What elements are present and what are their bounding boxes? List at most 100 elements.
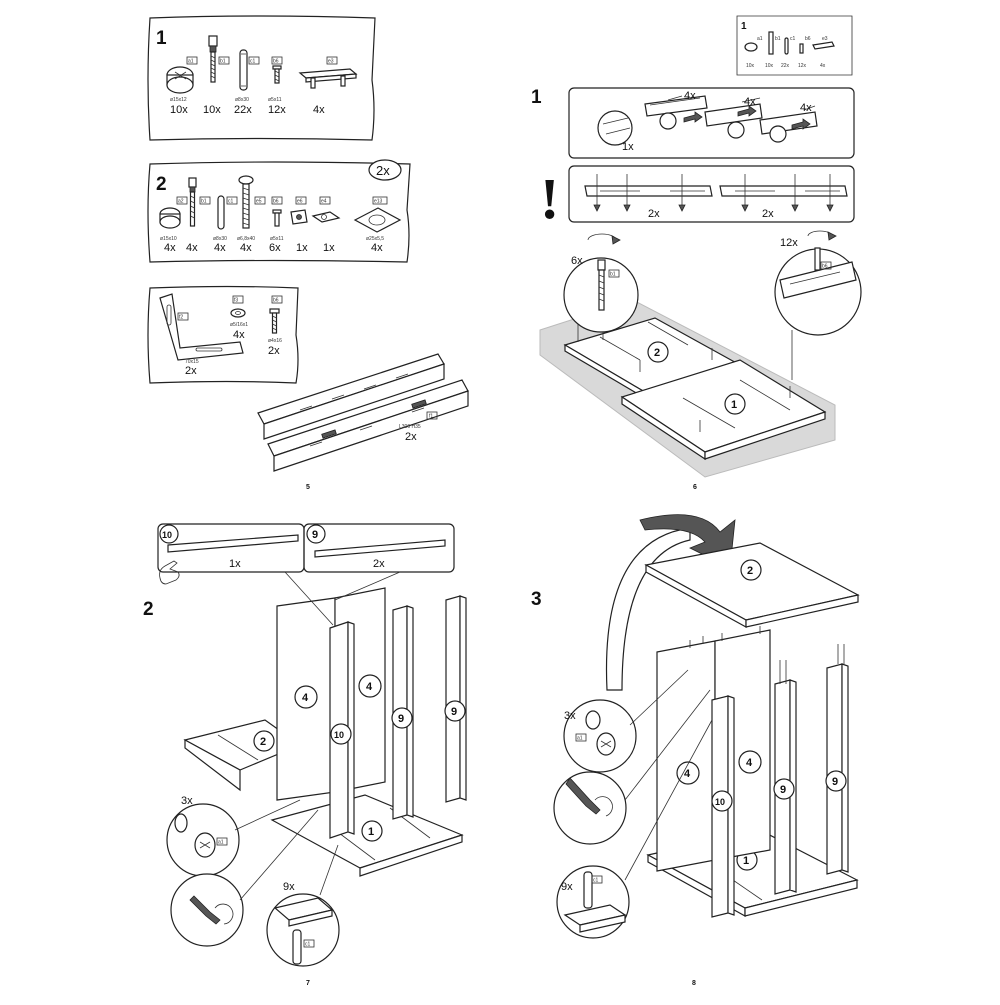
panel-p8-2: 2 <box>747 565 753 577</box>
part-dims-c1: ø8x30 <box>213 236 227 242</box>
shelf-connector-icon <box>298 68 358 89</box>
glide-pad-icon <box>353 207 402 233</box>
post-10-p8: 10 <box>711 695 735 918</box>
part-count-b6: 12x <box>268 104 286 116</box>
bag-1-step-number: 1 <box>156 28 167 49</box>
rail-assembly-box <box>568 87 855 159</box>
parts-label-9: 9 <box>312 529 318 541</box>
part-code-b1: b1 <box>220 59 226 65</box>
panel-p7-4b: 4 <box>366 681 373 693</box>
hardware-bag-1: 1 a1 ø15x12 10x b1 10x <box>147 15 376 141</box>
page-number-5: 5 <box>306 484 310 491</box>
cam-bolt-icon <box>208 35 218 83</box>
rail-screw-box <box>568 165 855 223</box>
panel-1-p7: 1 <box>270 794 464 877</box>
screwdriver-callout-p8 <box>553 771 627 845</box>
part-count-e5: 4x <box>240 242 252 254</box>
part-code-b1: b1 <box>201 199 207 205</box>
screwdriver-callout-p7 <box>170 873 244 947</box>
rail-count-top-3: 4x <box>800 102 812 114</box>
mini-code-3: c1 <box>790 36 796 42</box>
wooden-dowel-icon <box>217 195 225 230</box>
part-count-b6-bag3: 2x <box>268 345 280 357</box>
part-count-e6: 1x <box>296 242 308 254</box>
drawer-slide-rail <box>257 353 469 472</box>
cam-bolt-icon <box>188 177 197 227</box>
panel-p8-9a: 9 <box>780 784 786 796</box>
mini-code-5: e3 <box>822 36 828 42</box>
page-8: 3 2 1 4 4 <box>531 514 860 987</box>
part-code-b6-bag3: b6 <box>273 298 279 304</box>
bag-2-multiplier: 2x <box>376 163 390 178</box>
dowel-callout-p8 <box>556 865 630 939</box>
part-code-f1: f1 <box>429 414 433 420</box>
part-code-f3: f3 <box>234 298 238 304</box>
screw-down-arrows <box>593 174 834 212</box>
part-code-e5: e5 <box>256 199 262 205</box>
part-dims-f2: 70x15 <box>185 359 199 365</box>
hardware-bag-2: 2 2x a2 ø15x10 4x b1 4x <box>147 159 411 263</box>
part-dims-c1: ø8x30 <box>235 97 249 103</box>
part-code-b6: b6 <box>273 199 279 205</box>
part-dims-a2: ø15x10 <box>160 236 177 242</box>
step-1-number: 1 <box>531 87 542 108</box>
wooden-dowel-icon <box>239 49 248 91</box>
step-3-number: 3 <box>531 589 542 610</box>
callout-left-code: b1 <box>610 272 616 278</box>
mini-count-4: 12x <box>798 63 807 69</box>
post-9b-p8: 9 <box>825 663 849 875</box>
mini-count-3: 22x <box>781 63 790 69</box>
part-code-e4: e4 <box>321 199 327 205</box>
hardware-bag-3: f2 70x15 2x f3 ø5/16x1 4x b6 ø4x16 2x <box>147 285 299 384</box>
callout-right-count: 12x <box>780 237 798 249</box>
panel-p8-4a: 4 <box>684 768 691 780</box>
p7-cam-code: a1 <box>218 840 224 846</box>
side-panels-p8: 4 4 <box>656 626 771 872</box>
page-number-8: 8 <box>692 980 696 987</box>
part-code-b6: b6 <box>273 59 279 65</box>
mini-count-5: 4x <box>820 63 826 69</box>
part-code-e6: e6 <box>297 199 303 205</box>
part-dims-f1: L300 H35 <box>399 424 421 430</box>
part-dims-f3: ø5/16x1 <box>230 322 248 328</box>
warning-icon: ! <box>540 166 559 231</box>
l-bracket-icon <box>159 293 244 361</box>
p8-cam-count: 3x <box>564 710 576 722</box>
post-9a-p7: 9 <box>391 605 414 820</box>
mini-hardware-bag: 1 10x 10x 22x 12x 4x a1 b1 c1 b6 e3 <box>736 15 853 76</box>
cam-lock-callout-p7 <box>166 803 240 877</box>
part-dims-e13: ø25x5,5 <box>366 236 384 242</box>
panel-number-2: 2 <box>654 347 660 359</box>
mini-code-2: b1 <box>775 36 781 42</box>
cam-bolt-callout <box>563 233 639 333</box>
panel-p8-1: 1 <box>743 855 749 867</box>
parts-label-10: 10 <box>162 530 172 540</box>
panel-p7-2: 2 <box>260 736 266 748</box>
part-count-c1: 4x <box>214 242 226 254</box>
page-6: 1 10x 10x 22x 12x 4x a1 b1 c1 b6 e3 1 <box>531 15 862 491</box>
part-count-a2: 4x <box>164 242 176 254</box>
panel-p8-4b: 4 <box>746 757 753 769</box>
p7-dowel-count: 9x <box>283 881 295 893</box>
parts-count-10: 1x <box>229 558 241 570</box>
step-2-number: 2 <box>143 599 154 620</box>
screw-callout <box>774 230 862 336</box>
mini-count-2: 10x <box>765 63 774 69</box>
page-5: 1 a1 ø15x12 10x b1 10x <box>147 15 469 491</box>
cam-lock-icon <box>166 66 194 94</box>
panel-p7-9a: 9 <box>398 713 404 725</box>
part-code-f2: f2 <box>179 315 183 321</box>
part-count-a1: 10x <box>170 104 188 116</box>
panel-p8-9b: 9 <box>832 776 838 788</box>
mini-bag-step: 1 <box>741 21 747 32</box>
p8-dowel-code: c1 <box>593 878 599 884</box>
part-dims-b6: ø5x11 <box>270 236 284 242</box>
callout-right-code: b6 <box>822 264 828 270</box>
callout-left-count: 6x <box>571 255 583 267</box>
part-code-e3: e3 <box>328 59 334 65</box>
part-count-e13: 4x <box>371 242 383 254</box>
rail-count-left: 1x <box>622 141 634 153</box>
part-dims-b6: ø5x11 <box>268 97 282 103</box>
part-code-c1: c1 <box>250 59 256 65</box>
